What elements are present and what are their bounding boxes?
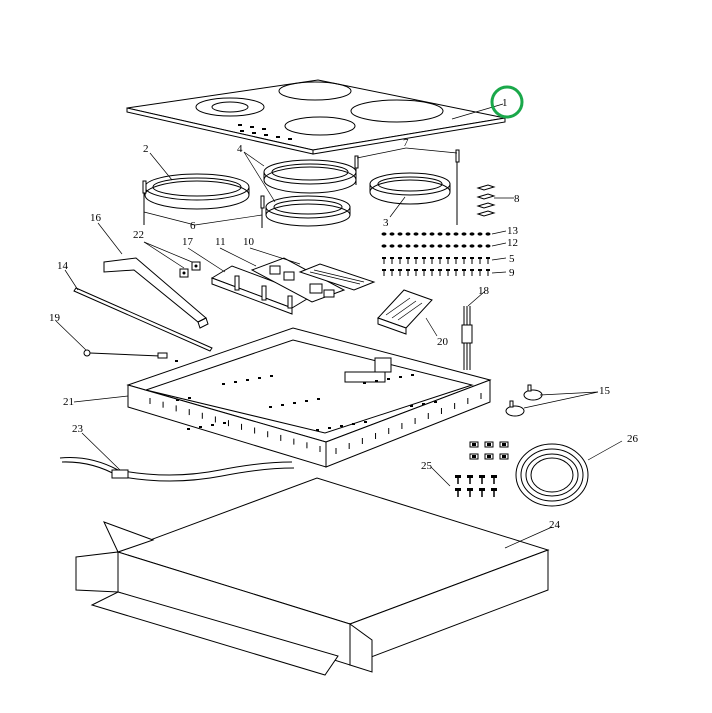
- label-10[interactable]: 10: [243, 236, 255, 248]
- terminal-block-20[interactable]: [377, 289, 433, 335]
- label-26[interactable]: 26: [627, 433, 639, 445]
- label-22[interactable]: 22: [133, 229, 144, 241]
- label-7[interactable]: 7: [403, 137, 409, 149]
- label-12[interactable]: 12: [507, 237, 518, 249]
- thermostats-15[interactable]: [505, 384, 543, 417]
- screws-25[interactable]: [455, 441, 509, 497]
- label-5[interactable]: 5: [509, 253, 515, 265]
- rod-14[interactable]: [73, 287, 213, 352]
- label-20[interactable]: 20: [437, 336, 449, 348]
- label-6[interactable]: 6: [190, 220, 196, 232]
- label-23[interactable]: 23: [72, 423, 84, 435]
- heating-element-3[interactable]: [369, 172, 451, 205]
- bracket-16[interactable]: [103, 257, 209, 329]
- coil-26[interactable]: [515, 443, 589, 507]
- highlight-circle: [490, 85, 524, 119]
- label-17[interactable]: 17: [182, 236, 194, 248]
- base-frame-21[interactable]: [126, 327, 492, 468]
- support-posts[interactable]: [142, 149, 460, 228]
- label-25[interactable]: 25: [421, 460, 433, 472]
- control-board-17[interactable]: [210, 265, 314, 315]
- sensor-wire-19[interactable]: [83, 349, 168, 359]
- glass-cooktop[interactable]: [126, 79, 506, 155]
- label-24[interactable]: 24: [549, 519, 561, 531]
- label-1[interactable]: 1: [502, 97, 508, 109]
- label-16[interactable]: 16: [90, 212, 102, 224]
- heating-element-4-lower[interactable]: [265, 195, 351, 227]
- label-15[interactable]: 15: [599, 385, 611, 397]
- screws-rows[interactable]: [381, 232, 491, 276]
- label-8[interactable]: 8: [514, 193, 520, 205]
- label-3[interactable]: 3: [383, 217, 389, 229]
- touch-control-marks: [238, 124, 292, 140]
- heating-element-2[interactable]: [144, 173, 250, 210]
- label-21[interactable]: 21: [63, 396, 74, 408]
- label-18[interactable]: 18: [478, 285, 490, 297]
- label-4[interactable]: 4: [237, 143, 243, 155]
- label-9[interactable]: 9: [509, 267, 515, 279]
- label-2[interactable]: 2: [143, 143, 149, 155]
- clips-8[interactable]: [476, 184, 496, 217]
- frame-details: [149, 360, 482, 454]
- cable-23[interactable]: [59, 457, 295, 482]
- part-labels: 1 2 3 4 5 6 7 8 9 10 11 12 13 14 15 16 1…: [49, 97, 639, 531]
- mounting-clips-22[interactable]: [179, 261, 201, 278]
- leader-lines: [55, 147, 623, 549]
- display-board-10[interactable]: [298, 263, 376, 291]
- packaging-box-24[interactable]: [75, 477, 550, 676]
- wire-bundle-18[interactable]: [461, 306, 473, 370]
- label-19[interactable]: 19: [49, 312, 61, 324]
- heating-element-4-upper[interactable]: [263, 159, 357, 194]
- label-13[interactable]: 13: [507, 225, 519, 237]
- label-11[interactable]: 11: [215, 236, 226, 248]
- label-14[interactable]: 14: [57, 260, 69, 272]
- power-board-11[interactable]: [250, 257, 346, 303]
